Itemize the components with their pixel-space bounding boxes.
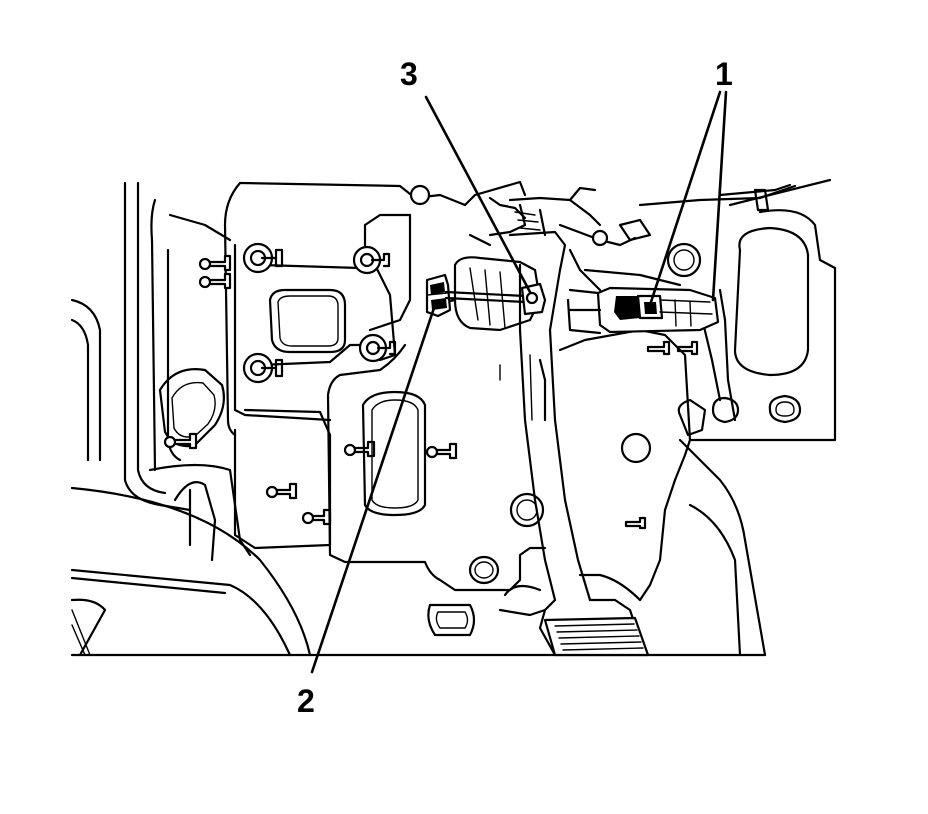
stud-left-small-2 — [198, 272, 232, 290]
mounting-studs — [163, 184, 699, 530]
stud-upper-left — [242, 242, 284, 274]
stud-lower-right — [624, 516, 647, 530]
callout-labels: 1 2 3 — [297, 56, 733, 719]
stud-top — [409, 184, 431, 206]
stud-plate-lower-1 — [265, 482, 298, 500]
stud-lower-left — [242, 352, 284, 384]
right-bulkhead — [638, 178, 837, 657]
stud-plate-lower-2 — [301, 508, 332, 526]
component-3-rod — [444, 282, 547, 316]
leader-line-3 — [424, 95, 532, 294]
stud-upper-mid — [352, 245, 391, 275]
stud-left-small-1 — [198, 254, 232, 272]
callout-1: 1 — [715, 56, 733, 92]
stud-center-right — [425, 442, 458, 460]
callout-3: 3 — [400, 56, 418, 92]
brake-pedal — [498, 230, 650, 657]
leader-line-1b — [711, 90, 728, 302]
component-1-connector — [566, 286, 720, 335]
component-2-switch — [425, 273, 452, 318]
stud-center-left — [343, 440, 376, 458]
stud-left-small-3 — [163, 432, 198, 450]
leader-line-2 — [310, 300, 438, 674]
stud-lower-mid — [358, 333, 397, 363]
leader-line-1a — [648, 90, 722, 307]
stud-right-1 — [646, 340, 671, 356]
stud-right-2 — [676, 340, 699, 356]
leader-lines — [310, 90, 728, 674]
floor-contour — [70, 486, 767, 657]
upper-mechanism — [428, 180, 682, 332]
callout-2: 2 — [297, 683, 315, 719]
